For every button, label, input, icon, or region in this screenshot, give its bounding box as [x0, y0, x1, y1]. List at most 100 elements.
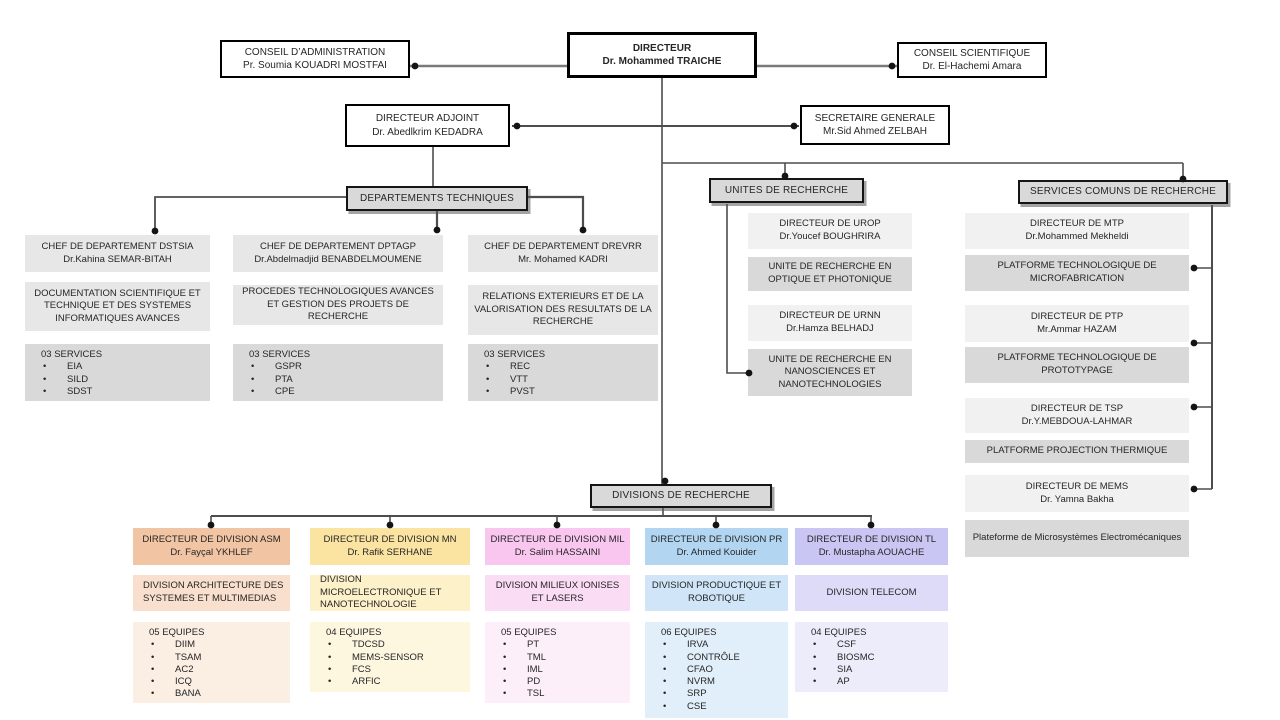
- node-person: Mr.Ammar HAZAM: [1037, 323, 1117, 335]
- division-director-mil: DIRECTEUR DE DIVISION MIL Dr. Salim HASS…: [485, 528, 630, 565]
- equipes-list-header: 04 EQUIPES: [326, 627, 382, 638]
- service-label: GSPR: [275, 361, 302, 373]
- equipe-item: DIIM: [139, 639, 284, 651]
- section-header-services-communs: SERVICES COMUNS DE RECHERCHE: [1018, 180, 1228, 204]
- dept-description-drevrr: RELATIONS EXTERIEURS ET DE LA VALORISATI…: [468, 285, 658, 335]
- platform-label: PLATFORME TECHNOLOGIQUE DE PROTOTYPAGE: [997, 352, 1157, 376]
- equipe-label: CONTRÔLE: [687, 651, 740, 663]
- equipe-label: CSF: [837, 639, 856, 651]
- node-conseil-administration: CONSEIL D’ADMINISTRATION Pr. Soumia KOUA…: [220, 40, 410, 78]
- service-label: CPE: [275, 385, 295, 397]
- division-label: DIVISION MILIEUX IONISES ET LASERS: [495, 580, 620, 604]
- node-title: DIRECTEUR DE MTP: [1030, 218, 1124, 230]
- dept-services-drevrr: 03 SERVICES REC VTT PVST: [468, 344, 658, 401]
- section-header-unites-de-recherche: UNITES DE RECHERCHE: [709, 178, 864, 203]
- sc-plateforme-projection-thermique: PLATFORME PROJECTION THERMIQUE: [965, 440, 1189, 463]
- equipe-item: ARFIC: [316, 676, 464, 688]
- dept-description-dstsia: DOCUMENTATION SCIENTIFIQUE ET TECHNIQUE …: [25, 282, 210, 331]
- sc-plateforme-microsystemes: Plateforme de Microsystèmes Electromécan…: [965, 520, 1189, 557]
- node-title: DIRECTEUR DE DIVISION ASM: [142, 533, 281, 545]
- node-directeur-adjoint: DIRECTEUR ADJOINT Dr. Abedlkrim KEDADRA: [345, 104, 510, 147]
- equipe-label: NVRM: [687, 676, 715, 688]
- node-title: DIRECTEUR DE MEMS: [1025, 480, 1129, 492]
- equipe-label: TML: [527, 651, 546, 663]
- sc-directeur-mtp: DIRECTEUR DE MTP Dr.Mohammed Mekheldi: [965, 213, 1189, 249]
- equipe-label: DIIM: [175, 639, 196, 651]
- unite-label: UNITE DE RECHERCHE EN OPTIQUE ET PHOTONI…: [768, 261, 892, 285]
- equipe-label: TSL: [527, 688, 545, 700]
- equipes-list-header: 06 EQUIPES: [661, 627, 717, 638]
- equipe-item: PD: [491, 676, 624, 688]
- equipe-item: IML: [491, 664, 624, 676]
- division-label: DIVISION ARCHITECTURE DES SYSTEMES ET MU…: [143, 580, 284, 604]
- equipe-label: AP: [837, 676, 850, 688]
- division-equipes-mil: 05 EQUIPES PT TML IML PD TSL: [485, 622, 630, 703]
- platform-label: PLATFORME PROJECTION THERMIQUE: [986, 445, 1168, 457]
- service-item: CPE: [239, 386, 437, 398]
- equipe-label: FCS: [352, 663, 371, 675]
- division-director-tl: DIRECTEUR DE DIVISION TL Dr. Mustapha AO…: [795, 528, 948, 565]
- section-title: DEPARTEMENTS TECHNIQUES: [359, 192, 515, 204]
- equipe-label: CSE: [687, 700, 707, 712]
- equipe-item: SIA: [801, 664, 942, 676]
- dept-description: PROCEDES TECHNOLOGIQUES AVANCES ET GESTI…: [242, 286, 434, 323]
- equipe-item: FCS: [316, 664, 464, 676]
- node-secretaire-generale: SECRETAIRE GENERALE Mr.Sid Ahmed ZELBAH: [800, 105, 950, 145]
- division-label: DIVISION MICROELECTRONIQUE ET NANOTECHNO…: [320, 574, 442, 611]
- node-person: Dr.Youcef BOUGHRIRA: [779, 231, 881, 242]
- node-title: CHEF DE DEPARTEMENT DREVRR: [484, 240, 642, 252]
- equipe-label: TSAM: [175, 651, 202, 663]
- node-title: DIRECTEUR ADJOINT: [375, 113, 480, 125]
- sc-directeur-mems: DIRECTEUR DE MEMS Dr. Yamna Bakha: [965, 475, 1189, 512]
- equipe-label: IRVA: [687, 639, 709, 651]
- equipe-label: ARFIC: [352, 676, 381, 688]
- node-person: Dr. Mohammed TRAICHE: [602, 56, 722, 67]
- dept-chef-dptagp: CHEF DE DEPARTEMENT DPTAGP Dr.Abdelmadji…: [233, 235, 443, 272]
- services-list-header: 03 SERVICES: [249, 349, 311, 360]
- services-list-header: 03 SERVICES: [41, 349, 103, 360]
- division-name-mil: DIVISION MILIEUX IONISES ET LASERS: [485, 575, 630, 611]
- node-person: Dr. Fayçal YKHLEF: [170, 546, 253, 558]
- node-person: Mr.Sid Ahmed ZELBAH: [823, 126, 927, 137]
- division-label: DIVISION TELECOM: [826, 586, 917, 598]
- unite-directeur-urop: DIRECTEUR DE UROP Dr.Youcef BOUGHRIRA: [748, 213, 912, 249]
- service-item: SDST: [31, 386, 204, 398]
- node-title: SECRETAIRE GENERALE: [814, 112, 936, 124]
- unite-nanosciences: UNITE DE RECHERCHE EN NANOSCIENCES ET NA…: [748, 349, 912, 396]
- equipe-item: TSL: [491, 688, 624, 700]
- division-director-pr: DIRECTEUR DE DIVISION PR Dr. Ahmed Kouid…: [645, 528, 788, 565]
- sc-directeur-ptp: DIRECTEUR DE PTP Mr.Ammar HAZAM: [965, 305, 1189, 342]
- equipe-label: BANA: [175, 688, 201, 700]
- node-person: Dr.Abdelmadjid BENABDELMOUMENE: [254, 253, 422, 265]
- service-item: PVST: [474, 386, 652, 398]
- service-label: PTA: [275, 373, 293, 385]
- equipe-item: MEMS-SENSOR: [316, 652, 464, 664]
- dept-description: RELATIONS EXTERIEURS ET DE LA VALORISATI…: [474, 291, 652, 328]
- equipe-label: IML: [527, 663, 543, 675]
- section-title: SERVICES COMUNS DE RECHERCHE: [1029, 186, 1216, 198]
- equipe-label: ICQ: [175, 676, 192, 688]
- division-equipes-asm: 05 EQUIPES DIIM TSAM AC2 ICQ BANA: [133, 622, 290, 703]
- node-title: CHEF DE DEPARTEMENT DPTAGP: [259, 240, 417, 252]
- unite-optique-photonique: UNITE DE RECHERCHE EN OPTIQUE ET PHOTONI…: [748, 257, 912, 291]
- equipes-list-header: 04 EQUIPES: [811, 627, 867, 638]
- division-director-asm: DIRECTEUR DE DIVISION ASM Dr. Fayçal YKH…: [133, 528, 290, 565]
- node-directeur: DIRECTEUR Dr. Mohammed TRAICHE: [567, 32, 757, 78]
- dept-description-dptagp: PROCEDES TECHNOLOGIQUES AVANCES ET GESTI…: [233, 285, 443, 325]
- division-equipes-mn: 04 EQUIPES TDCSD MEMS-SENSOR FCS ARFIC: [310, 622, 470, 692]
- equipe-label: CFAO: [687, 663, 713, 675]
- section-header-divisions-de-recherche: DIVISIONS DE RECHERCHE: [590, 484, 772, 508]
- platform-label: PLATFORME TECHNOLOGIQUE DE MICROFABRICAT…: [997, 260, 1157, 284]
- node-title: DIRECTEUR DE TSP: [1030, 402, 1124, 414]
- node-person: Dr. Abedlkrim KEDADRA: [372, 126, 483, 138]
- node-person: Mr. Mohamed KADRI: [518, 253, 608, 265]
- node-title: CHEF DE DEPARTEMENT DSTSIA: [41, 240, 194, 252]
- division-equipes-tl: 04 EQUIPES CSF BIOSMC SIA AP: [795, 622, 948, 692]
- equipe-label: MEMS-SENSOR: [352, 651, 424, 663]
- node-conseil-scientifique: CONSEIL SCIENTIFIQUE Dr. El-Hachemi Amar…: [897, 42, 1047, 78]
- unite-label: UNITE DE RECHERCHE EN NANOSCIENCES ET NA…: [768, 353, 892, 390]
- equipe-item: BANA: [139, 688, 284, 700]
- node-person: Dr. Ahmed Kouider: [676, 546, 757, 558]
- equipe-label: SIA: [837, 663, 853, 675]
